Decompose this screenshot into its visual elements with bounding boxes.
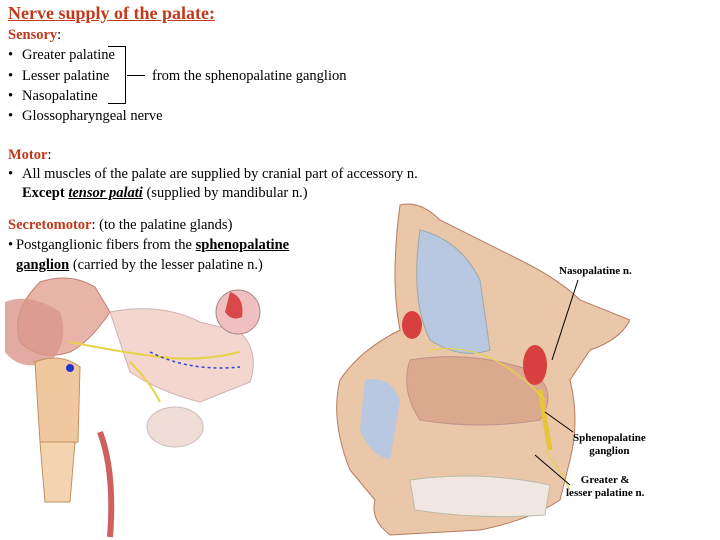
label-greater-lesser-palatine-n: Greater &lesser palatine n. [566,474,645,499]
motor-item: •All muscles of the palate are supplied … [8,166,418,182]
sensory-heading: Sensory: [8,27,62,43]
sensory-item: •Greater palatine [8,47,115,63]
palate-nerve-illustration [5,277,261,538]
bracket [108,46,126,104]
label-nasopalatine-n: Nasopalatine n. [559,265,632,277]
sagittal-head-section [336,203,630,536]
bracket-connector [127,75,145,77]
sensory-item: •Nasopalatine [8,88,98,104]
motor-heading: Motor: [8,147,52,163]
secretomotor-heading: Secretomotor: (to the palatine glands) [8,217,233,233]
sensory-item: •Glossopharyngeal nerve [8,108,163,124]
motor-except: Except tensor palati (supplied by mandib… [22,185,308,201]
page-title: Nerve supply of the palate: [8,3,215,23]
secretomotor-item-cont: ganglion (carried by the lesser palatine… [16,257,263,273]
secretomotor-item: •Postganglionic fibers from the sphenopa… [8,237,290,253]
sensory-item: •Lesser palatine [8,68,110,84]
bracket-note: from the sphenopalatine ganglion [152,68,347,84]
